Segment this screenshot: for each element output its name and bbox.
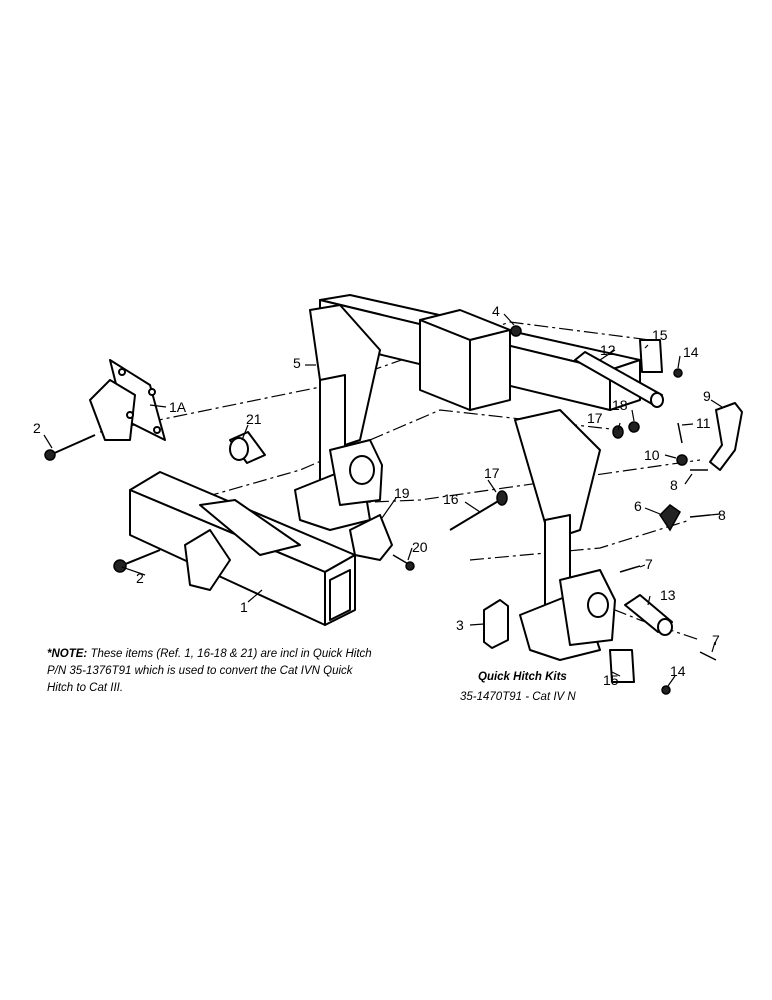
block-19 [349, 514, 393, 561]
pin-13 [624, 594, 673, 636]
label-7-upper: 7 [645, 556, 653, 572]
label-15-lower: 15 [603, 672, 619, 688]
label-16: 16 [443, 491, 459, 507]
label-2-lower: 2 [136, 570, 144, 586]
label-21: 21 [246, 411, 262, 427]
label-1a: 1A [169, 399, 187, 415]
label-12: 12 [600, 342, 616, 358]
bolt-20 [392, 554, 415, 571]
label-19: 19 [394, 485, 410, 501]
pin-8-lower [689, 514, 711, 518]
pin-7-lower [699, 651, 717, 661]
latch-9 [709, 402, 743, 471]
note-line-1: *NOTE: These items (Ref. 1, 16-18 & 21) … [47, 648, 372, 660]
bolt-16 [449, 490, 508, 531]
bracket-3 [483, 599, 509, 649]
label-20: 20 [412, 539, 428, 555]
label-13: 13 [660, 587, 676, 603]
label-11: 11 [696, 415, 711, 431]
hook-plate-1a [89, 359, 166, 441]
leader-lines [43, 313, 723, 687]
spring-11 [677, 422, 683, 444]
pin-7-upper [619, 565, 641, 573]
plate-15-upper [639, 339, 663, 373]
label-10: 10 [644, 447, 660, 463]
kits-block: Quick Hitch Kits 35-1470T91 - Cat IV N [460, 671, 576, 703]
label-4: 4 [492, 303, 500, 319]
nut-18 [628, 421, 640, 433]
bolt-2-upper [44, 434, 96, 461]
pin-12 [574, 351, 664, 408]
reference-labels: 2 1A 21 4 5 15 12 14 18 17 9 11 10 8 17 … [33, 303, 726, 688]
bolt-14-lower [661, 685, 671, 695]
label-14-upper: 14 [683, 344, 699, 360]
kits-title: Quick Hitch Kits [478, 671, 567, 683]
label-5: 5 [293, 355, 301, 371]
label-1: 1 [240, 599, 248, 615]
label-15-upper: 15 [652, 327, 668, 343]
label-8-lower: 8 [718, 507, 726, 523]
lock-6 [659, 504, 681, 532]
note-line-1-text: These items (Ref. 1, 16-18 & 21) are inc… [87, 648, 371, 660]
note-line-2: P/N 35-1376T91 which is used to convert … [47, 665, 354, 677]
label-18: 18 [612, 397, 628, 413]
label-7-lower: 7 [712, 632, 720, 648]
bolt-14-upper [673, 368, 683, 378]
note-line-3: Hitch to Cat III. [47, 682, 123, 694]
label-9: 9 [703, 388, 711, 404]
note-lead: *NOTE: [47, 648, 87, 660]
label-14-lower: 14 [670, 663, 686, 679]
label-17-lower: 17 [484, 465, 500, 481]
label-3: 3 [456, 617, 464, 633]
label-6: 6 [634, 498, 642, 514]
bolt-2-lower [113, 549, 161, 573]
note-block: *NOTE: These items (Ref. 1, 16-18 & 21) … [47, 648, 372, 694]
label-17-upper: 17 [587, 410, 603, 426]
label-8-upper: 8 [670, 477, 678, 493]
washer-17-upper [612, 425, 624, 439]
bushing-21 [229, 431, 266, 464]
main-frame [294, 294, 641, 661]
label-2-upper: 2 [33, 420, 41, 436]
pin-10 [676, 454, 688, 466]
kits-line: 35-1470T91 - Cat IV N [460, 691, 576, 703]
nut-4 [510, 325, 522, 337]
